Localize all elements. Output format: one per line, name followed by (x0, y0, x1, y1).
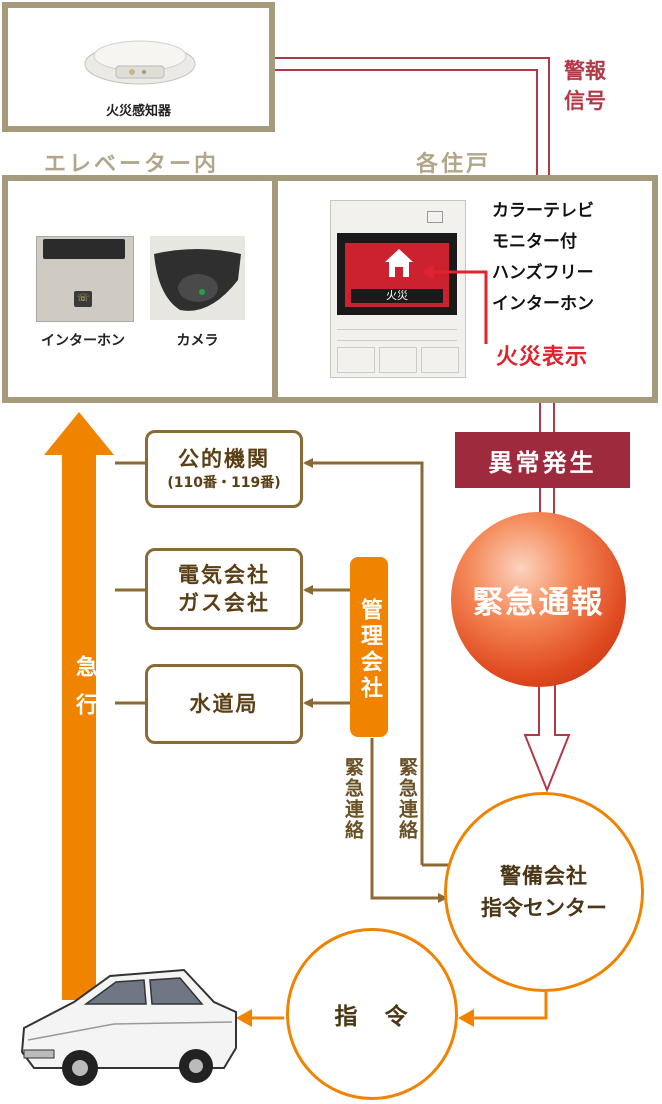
alarm-signal-line (275, 57, 550, 176)
emergency-contact-left: 緊急連絡 (342, 757, 364, 841)
intercom-monitor-image: 火災 (330, 200, 466, 378)
water-bureau-box: 水道局 (145, 664, 303, 744)
gas-company-label: ガス会社 (178, 591, 270, 615)
emergency-arrow-outline (523, 680, 571, 793)
elevator-intercom-image: ☏ (36, 236, 134, 322)
security-company-label: 警備会社 (500, 864, 588, 888)
dome-camera-icon (154, 249, 241, 311)
monitor-button-1 (337, 347, 375, 373)
monitor-small-button (427, 211, 443, 223)
fire-display-label: 火災表示 (496, 345, 589, 370)
command-center-label: 指令センター (481, 896, 607, 920)
utility-company-box: 電気会社 ガス会社 (145, 548, 303, 630)
electric-company-label: 電気会社 (178, 563, 270, 587)
monitor-description: カラーテレビ モニター付 ハンズフリー インターホン (492, 201, 594, 314)
call-button-icon: ☏ (74, 291, 92, 307)
monitor-screen: 火災 (337, 233, 457, 315)
command-circle: 指 令 (286, 928, 458, 1100)
brown-routing-lines (115, 458, 448, 903)
abnormal-to-report-line (539, 488, 555, 514)
monitor-button-3 (421, 347, 459, 373)
abnormal-occurrence-badge: 異常発生 (455, 432, 630, 488)
public-agency-name: 公的機関 (178, 447, 270, 471)
elevator-section-label: エレベーター内 (44, 152, 220, 177)
fire-detector-box: 火災感知器 (2, 2, 275, 132)
screen-fire-text: 火災 (351, 289, 443, 303)
monitor-button-2 (379, 347, 417, 373)
emergency-contact-right: 緊急連絡 (396, 757, 418, 841)
elevator-camera-image (150, 236, 245, 320)
intercom-label: インターホン (41, 333, 125, 349)
management-company-badge: 管理会社 (350, 557, 388, 737)
water-bureau-label: 水道局 (189, 692, 259, 716)
rush-arrow (44, 412, 114, 1000)
command-label: 指 令 (334, 1004, 410, 1030)
security-command-center: 警備会社 指令センター (444, 792, 644, 992)
fire-detector-label: 火災感知器 (105, 104, 171, 119)
emergency-report-sphere: 緊急通報 (451, 512, 626, 687)
public-agency-box: 公的機関 (110番・119番) (145, 430, 303, 508)
residence-section-label: 各住戸 (416, 152, 492, 177)
fire-alert-icon (385, 249, 413, 277)
public-agency-numbers: (110番・119番) (167, 475, 281, 491)
command-arrows (248, 992, 548, 1020)
alarm-signal-label: 警報 信号 (564, 59, 606, 113)
rush-label: 急行 (72, 655, 97, 731)
camera-label: カメラ (176, 333, 219, 349)
fire-display-pointer (422, 265, 488, 344)
smoke-detector-icon (84, 40, 196, 85)
residence-to-abnormal-line (539, 402, 555, 432)
security-car-icon (20, 968, 237, 1086)
speaker-grille-icon (43, 239, 125, 259)
section-divider (272, 181, 278, 397)
